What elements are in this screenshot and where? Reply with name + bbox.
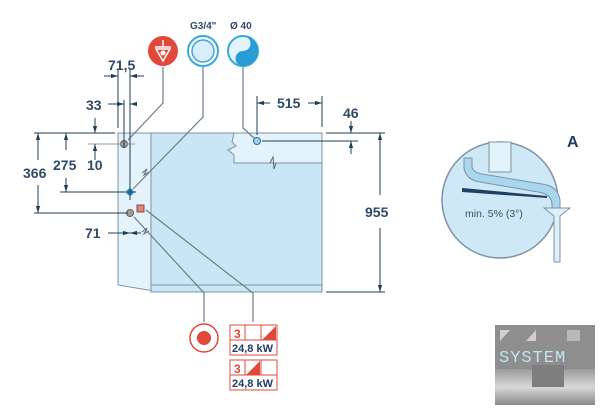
electrical-connection-icon xyxy=(189,323,219,353)
electrical-box-point xyxy=(136,204,145,213)
dim-71-5: 71,5 xyxy=(108,57,135,73)
drain-label: Ø 40 xyxy=(230,21,252,32)
water-inlet-label: G3/4" xyxy=(190,21,217,32)
dim-275: 275 xyxy=(53,157,77,173)
dim-515: 515 xyxy=(277,95,301,111)
dimension-lines xyxy=(34,70,385,293)
drain-point xyxy=(253,137,261,145)
power-box-2: 3 24,8 kW xyxy=(229,359,278,391)
dim-10: 10 xyxy=(87,157,103,173)
power-box-1: 3 24,8 kW xyxy=(229,324,278,356)
dim-955: 955 xyxy=(365,204,389,220)
detail-letter: A xyxy=(567,134,579,151)
phases: 3 xyxy=(234,327,241,341)
unit-body xyxy=(117,132,323,293)
equipotential-icon xyxy=(148,36,178,66)
power-rating: 24,8 kW xyxy=(232,343,274,355)
phases: 3 xyxy=(234,362,241,376)
water-inlet-icon xyxy=(187,35,219,67)
detail-a: min. 5% (3°) A xyxy=(441,134,579,263)
drain-icon xyxy=(227,35,259,67)
slope-label: min. 5% (3°) xyxy=(465,208,523,220)
dim-46: 46 xyxy=(343,105,359,121)
dim-366: 366 xyxy=(23,165,47,181)
system-logo: SYSTEM xyxy=(495,325,595,405)
logo-text: SYSTEM xyxy=(499,349,566,368)
dim-33: 33 xyxy=(86,97,102,113)
power-rating: 24,8 kW xyxy=(232,378,274,390)
dim-71: 71 xyxy=(85,225,101,241)
